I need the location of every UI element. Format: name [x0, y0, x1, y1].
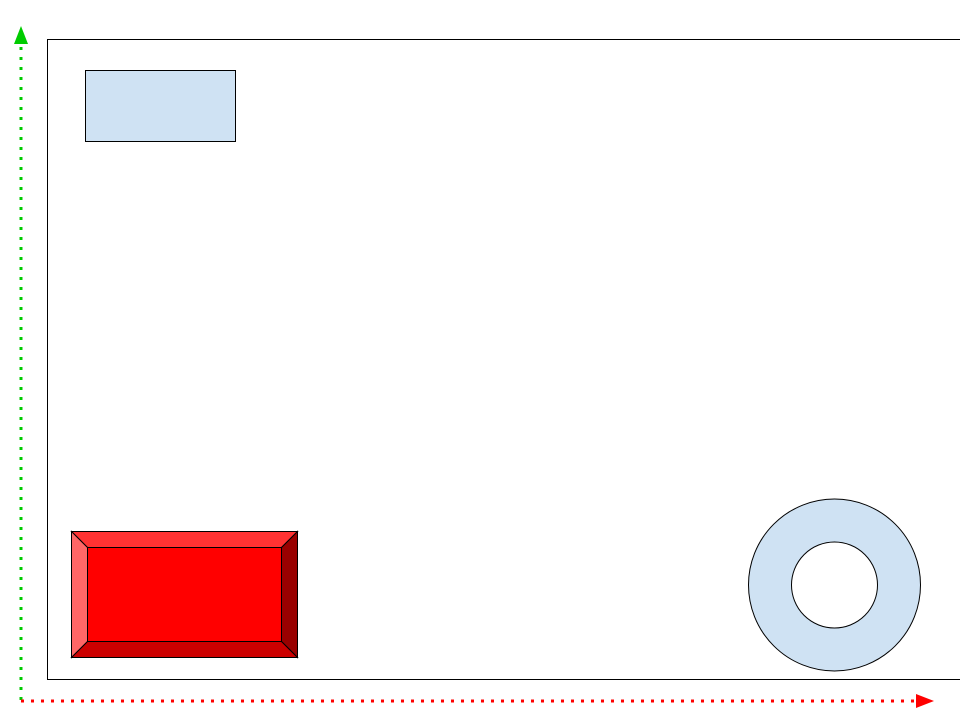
bevel-right-face [281, 530, 298, 659]
frame-rectangle [47, 39, 960, 680]
arrow-right-icon [916, 694, 934, 708]
blue-rectangle[interactable] [85, 70, 236, 142]
blue-donut[interactable] [747, 498, 922, 672]
y-axis [14, 26, 28, 700]
bevel-top-face [70, 531, 299, 548]
bevel-left-face [71, 530, 88, 659]
red-bevel-shape[interactable] [70, 530, 299, 659]
x-axis [21, 694, 934, 708]
arrow-up-icon [14, 26, 28, 44]
bevel-center-face [87, 547, 282, 642]
bevel-bottom-face [70, 641, 299, 658]
